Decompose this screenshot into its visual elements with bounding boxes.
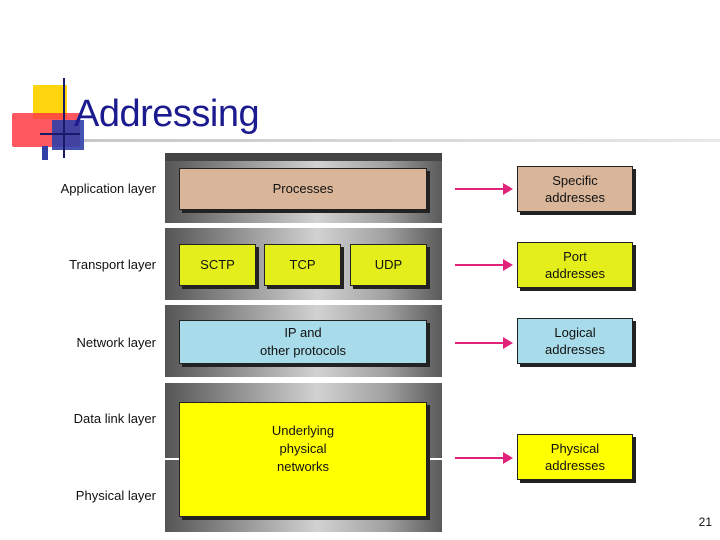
title-deco-horizontal-line: [40, 133, 80, 135]
box-physical-addresses: Physical addresses: [517, 434, 633, 480]
title-deco-vertical-line: [63, 78, 65, 158]
arrow-port: [455, 259, 513, 271]
port-text-line1: Port: [563, 249, 587, 264]
under-text-line3: networks: [276, 458, 330, 474]
port-text-line2: addresses: [545, 266, 605, 281]
frame-top-edge: [165, 153, 442, 161]
label-physical-layer: Physical layer: [75, 488, 156, 503]
box-logical-addresses: Logical addresses: [517, 318, 633, 364]
box-port-addresses: Port addresses: [517, 242, 633, 288]
title-rule: [84, 139, 720, 142]
logical-text-line2: addresses: [545, 342, 605, 357]
box-processes: Processes: [179, 168, 427, 210]
arrow-specific: [455, 183, 513, 195]
udp-text: UDP: [374, 257, 403, 272]
box-underlying-networks: Underlying physical networks: [179, 402, 427, 517]
processes-text: Processes: [272, 181, 334, 196]
under-text-line1: Underlying: [271, 422, 335, 438]
label-transport-layer: Transport layer: [69, 257, 156, 272]
tcp-text: TCP: [289, 257, 316, 272]
box-specific-addresses: Specific addresses: [517, 166, 633, 212]
specific-text-line1: Specific: [552, 173, 598, 188]
arrow-logical: [455, 337, 513, 349]
ip-text-line2: other protocols: [260, 343, 346, 358]
arrow-physical: [455, 452, 513, 464]
sctp-text: SCTP: [200, 257, 235, 272]
label-network-layer: Network layer: [76, 335, 156, 350]
title-deco-square-blue: [52, 120, 84, 150]
physical-text-line1: Physical: [550, 441, 600, 456]
label-application-layer: Application layer: [60, 181, 156, 196]
specific-text-line2: addresses: [545, 190, 605, 205]
physical-text-line2: addresses: [545, 458, 605, 473]
page-number: 21: [698, 515, 712, 529]
title-deco-tick: [42, 146, 48, 160]
box-tcp: TCP: [264, 244, 341, 286]
logical-text-line1: Logical: [554, 325, 596, 340]
box-udp: UDP: [350, 244, 427, 286]
ip-text-line1: IP and: [284, 325, 322, 340]
under-text-line2: physical: [279, 440, 327, 456]
label-datalink-layer: Data link layer: [73, 411, 156, 426]
box-sctp: SCTP: [179, 244, 256, 286]
box-ip: IP and other protocols: [179, 320, 427, 364]
slide-title: Addressing: [74, 93, 260, 135]
